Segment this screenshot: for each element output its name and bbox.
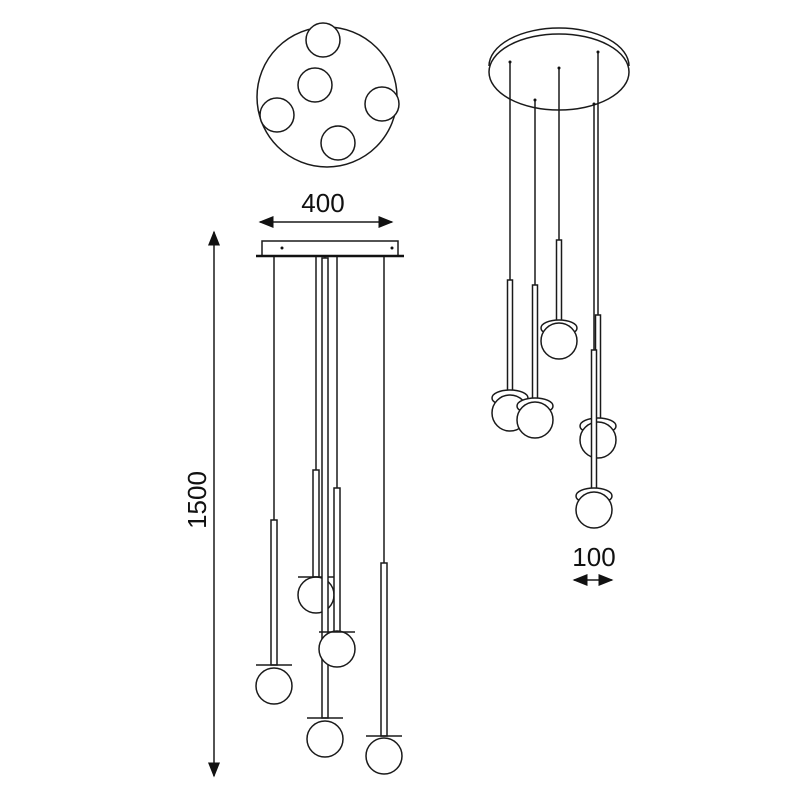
pendant-front [306,257,344,758]
pendant-front [318,257,356,668]
pendant-tube [270,519,278,666]
height-dimension: 1500 [182,230,220,778]
pendant-perspective [516,98,554,439]
pendant-front [255,257,293,705]
pendant-tube [380,562,388,737]
canopy-screw [280,246,284,250]
width-dimension: 400 [258,188,394,228]
pendant-tube [333,487,341,633]
cord-anchor [533,98,537,102]
canopy-rim [488,27,630,67]
globe [255,667,293,705]
front-view [255,240,404,775]
pendant-perspective [491,60,529,432]
pendant-front [365,257,403,775]
pendant-tube [555,239,563,323]
globe-top [259,97,295,133]
globe-top [297,67,333,103]
globe [306,720,344,758]
pendant-tube [590,349,598,491]
width-label: 400 [301,188,344,218]
pendant-perspective [575,102,613,529]
pendant-perspective [540,66,578,360]
canopy-screw [390,246,394,250]
pendant-tube [312,469,320,578]
cord-anchor [508,60,512,64]
globe-top [305,22,341,58]
globe-label: 100 [572,542,615,572]
perspective-view [488,27,630,529]
globe [575,491,613,529]
cord-anchor [557,66,561,70]
top-view [256,22,400,168]
globe-top [320,125,356,161]
globe [318,630,356,668]
globe [516,401,554,439]
pendant-perspective [579,50,617,459]
globe-dimension: 100 [572,542,616,586]
cord-anchor [592,102,596,106]
globe [540,322,578,360]
globe-top [364,86,400,122]
height-label: 1500 [182,471,212,529]
cord-anchor [596,50,600,54]
globe [365,737,403,775]
pendant-tube [506,279,514,393]
pendant-tube [531,284,539,401]
globe [579,421,617,459]
